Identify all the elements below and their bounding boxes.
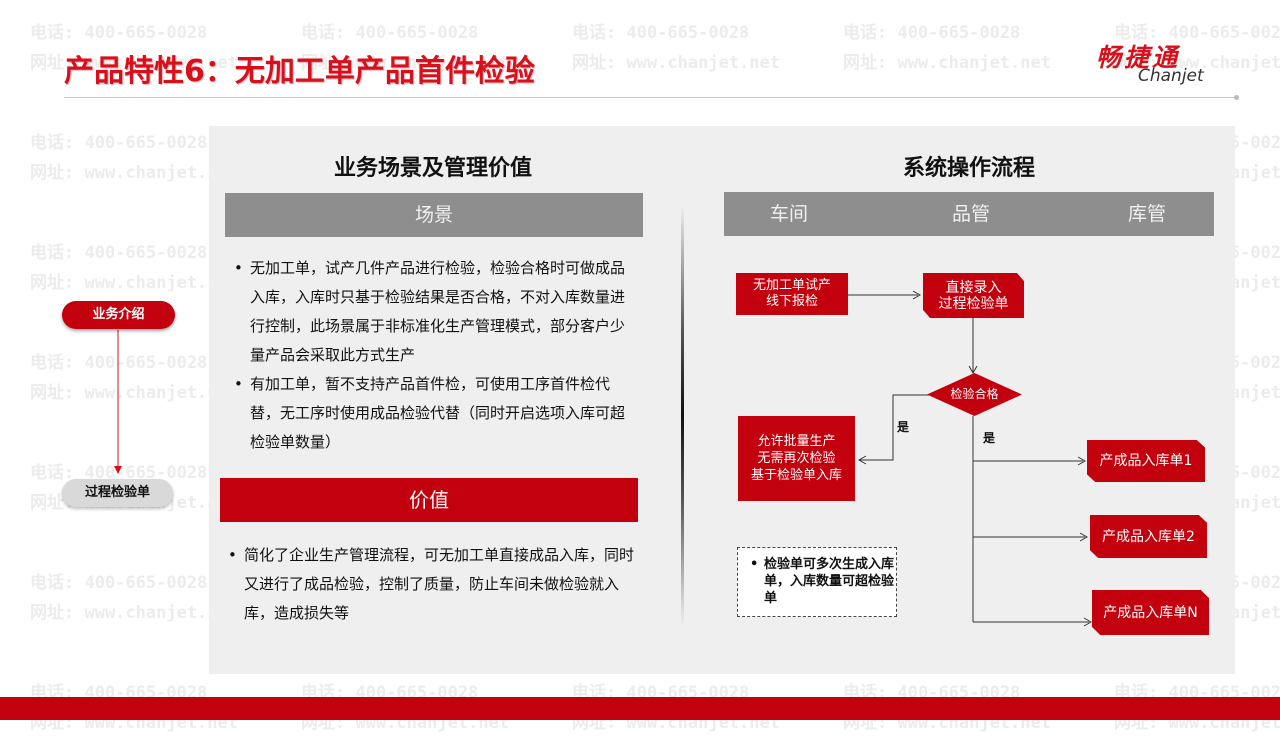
logo-subtext: Chanjet [1138,66,1204,86]
page-title: 产品特性6：无加工单产品首件检验 [64,54,535,89]
watermark-phone: 电话: 400-665-0028 [843,23,1021,43]
flow-yes-down: 是 [983,431,996,445]
watermark-phone: 电话: 400-665-0028 [1114,23,1280,43]
watermark: 电话: 400-665-0028 网址: www.chanjet.net [843,18,1051,78]
watermark: 电话: 400-665-0028 网址: www.chanjet.net [301,18,509,78]
watermark-phone: 电话: 400-665-0028 [30,133,208,153]
watermark-phone: 电话: 400-665-0028 [30,573,208,593]
flow-batch-box: 允许批量生产 无需再次检验 基于检验单入库 [738,416,855,501]
header-rule-dot [1234,95,1239,100]
flow-inbound-2: 产成品入库单2 [1090,515,1207,558]
watermark-site: 网址: www.chanjet.net [843,53,1051,73]
section-divider [681,205,684,625]
lane-header-bar: 车间 品管 库管 [724,192,1214,236]
logo-text: 畅捷通 [1096,43,1181,72]
watermark-phone: 电话: 400-665-0028 [30,353,208,373]
watermark: 电话: 400-665-0028 网址: www.chanjet.net [30,128,238,188]
watermark-phone: 电话: 400-665-0028 [30,243,208,263]
watermark-site: 网址: www.chanjet.net [1114,53,1280,73]
watermark-site: 网址: www.chanjet.net [30,163,238,183]
flow-decision-label: 检验合格 [950,387,999,401]
watermark-phone: 电话: 400-665-0028 [30,23,208,43]
watermark-phone: 电话: 400-665-0028 [30,463,208,483]
flow-inbound-n: 产成品入库单N [1092,590,1209,635]
header-rule [64,97,1234,98]
watermark: 电话: 400-665-0028 网址: www.chanjet.net [30,18,238,78]
value-bar: 价值 [220,478,638,522]
watermark: 电话: 400-665-0028 网址: www.chanjet.net [30,238,238,298]
flow-note-box: 检验单可多次生成入库单，入库数量可超检验单 [737,547,897,617]
flow-trial-box: 无加工单试产 线下报检 [736,273,848,315]
flow-direct-inspection-box: 直接录入 过程检验单 [923,273,1024,318]
watermark: 电话: 400-665-0028 网址: www.chanjet.net [572,18,780,78]
lane-workshop: 车间 [770,203,809,225]
watermark: 电话: 400-665-0028 网址: www.chanjet.net [30,348,238,408]
flow-note-text: 检验单可多次生成入库单，入库数量可超检验单 [738,556,896,607]
scene-bullet: 有加工单，暂不支持产品首件检，可使用工序首件检代替，无工序时使用成品检验代替（同… [228,370,636,457]
scene-bullet: 无加工单，试产几件产品进行检验，检验合格时可做成品入库，入库时只基于检验结果是否… [228,254,636,370]
left-nav-connector [114,330,122,474]
watermark: 电话: 400-665-0028 网址: www.chanjet.net [30,568,238,628]
watermark-site: 网址: www.chanjet.net [30,603,238,623]
watermark-site: 网址: www.chanjet.net [30,383,238,403]
watermark-phone: 电话: 400-665-0028 [301,23,479,43]
nav-business-intro[interactable]: 业务介绍 [62,301,175,329]
watermark-site: 网址: www.chanjet.net [572,53,780,73]
right-heading: 系统操作流程 [902,156,1035,181]
lane-quality: 品管 [952,203,991,225]
flow-yes-left: 是 [897,420,910,434]
scene-list: 无加工单，试产几件产品进行检验，检验合格时可做成品入库，入库时只基于检验结果是否… [228,254,636,457]
watermark-phone: 电话: 400-665-0028 [572,23,750,43]
flow-connectors [848,290,1093,627]
value-bullet: 简化了企业生产管理流程，可无加工单直接成品入库，同时又进行了成品检验，控制了质量… [222,541,634,628]
lane-warehouse: 库管 [1128,203,1167,225]
scene-bar: 场景 [225,193,643,237]
watermark: 电话: 400-665-0028 网址: www.chanjet.net [1114,18,1280,78]
flow-inbound-1: 产成品入库单1 [1087,440,1205,482]
nav-process-inspection[interactable]: 过程检验单 [62,479,173,507]
footer-band [0,697,1280,720]
watermark-site: 网址: www.chanjet.net [30,53,238,73]
watermark-site: 网址: www.chanjet.net [301,53,509,73]
value-list: 简化了企业生产管理流程，可无加工单直接成品入库，同时又进行了成品检验，控制了质量… [222,541,634,628]
watermark-site: 网址: www.chanjet.net [30,273,238,293]
left-heading: 业务场景及管理价值 [333,156,532,181]
